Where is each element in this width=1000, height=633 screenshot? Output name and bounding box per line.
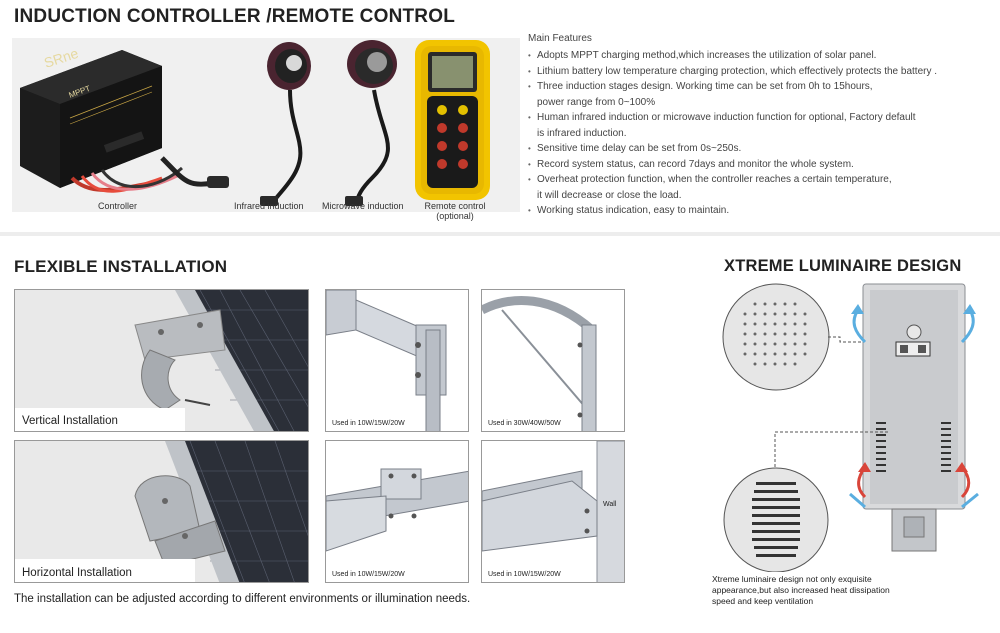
- installation-note: The installation can be adjusted accordi…: [14, 593, 471, 605]
- caption-remote: Remote control (optional): [420, 201, 490, 221]
- section-title-luminaire: XTREME LUMINAIRE DESIGN: [724, 257, 962, 275]
- remote-control-image: [415, 40, 490, 200]
- horizontal-installation-photo: Horizontal Installation: [14, 440, 309, 583]
- features-title: Main Features: [528, 33, 592, 44]
- mount-diagram-d: Wall Used in 10W/15W/20W: [481, 440, 625, 583]
- horizontal-installation-label: Horizontal Installation: [22, 567, 132, 579]
- controller-brand-text: SRne: [42, 45, 80, 71]
- feature-item: Overheat protection function, when the c…: [528, 172, 998, 203]
- caption-remote-line2: (optional): [436, 211, 474, 221]
- section-title-flexible: FLEXIBLE INSTALLATION: [14, 257, 228, 276]
- feature-item: Lithium battery low temperature charging…: [528, 64, 998, 80]
- infrared-sensor-image: [260, 42, 311, 207]
- vent-slots: [752, 482, 800, 557]
- feature-item: Sensitive time delay can be set from 0s~…: [528, 141, 998, 157]
- feature-item: Working status indication, easy to maint…: [528, 203, 998, 219]
- mount-diagram-b: Used in 30W/40W/50W: [481, 289, 625, 432]
- section-title-induction: INDUCTION CONTROLLER /REMOTE CONTROL: [14, 6, 456, 27]
- section-divider: [0, 232, 1000, 236]
- mount-diagram-a: Used in 10W/15W/20W: [325, 289, 469, 432]
- vent-dots: [743, 302, 807, 366]
- luminaire-diagram: [722, 283, 979, 572]
- controller-image: [20, 50, 229, 193]
- caption-microwave: Microwave induction: [322, 201, 404, 211]
- wall-label: Wall: [603, 501, 617, 508]
- caption-infrared: Infrared induction: [234, 201, 304, 211]
- caption-remote-line1: Remote control: [424, 201, 486, 211]
- vertical-installation-label: Vertical Installation: [22, 415, 118, 427]
- microwave-sensor-image: [345, 40, 397, 207]
- mount-diagram-c: Used in 10W/15W/20W: [325, 440, 469, 583]
- features-list: Adopts MPPT charging method,which increa…: [528, 48, 998, 219]
- used-in-label-a: Used in 10W/15W/20W: [332, 420, 405, 427]
- product-photo-panel: SRne MPPT: [12, 38, 520, 221]
- feature-item: Record system status, can record 7days a…: [528, 157, 998, 173]
- vertical-installation-photo: Vertical Installation: [14, 289, 309, 432]
- feature-item: Three induction stages design. Working t…: [528, 79, 998, 110]
- luminaire-note: Xtreme luminaire design not only exquisi…: [712, 574, 890, 606]
- product-illustration: SRne MPPT: [20, 40, 490, 207]
- used-in-label-c: Used in 10W/15W/20W: [332, 571, 405, 578]
- feature-item: Adopts MPPT charging method,which increa…: [528, 48, 998, 64]
- used-in-label-d: Used in 10W/15W/20W: [488, 571, 561, 578]
- caption-controller: Controller: [98, 201, 138, 211]
- feature-item: Human infrared induction or microwave in…: [528, 110, 998, 141]
- used-in-label-b: Used in 30W/40W/50W: [488, 420, 561, 427]
